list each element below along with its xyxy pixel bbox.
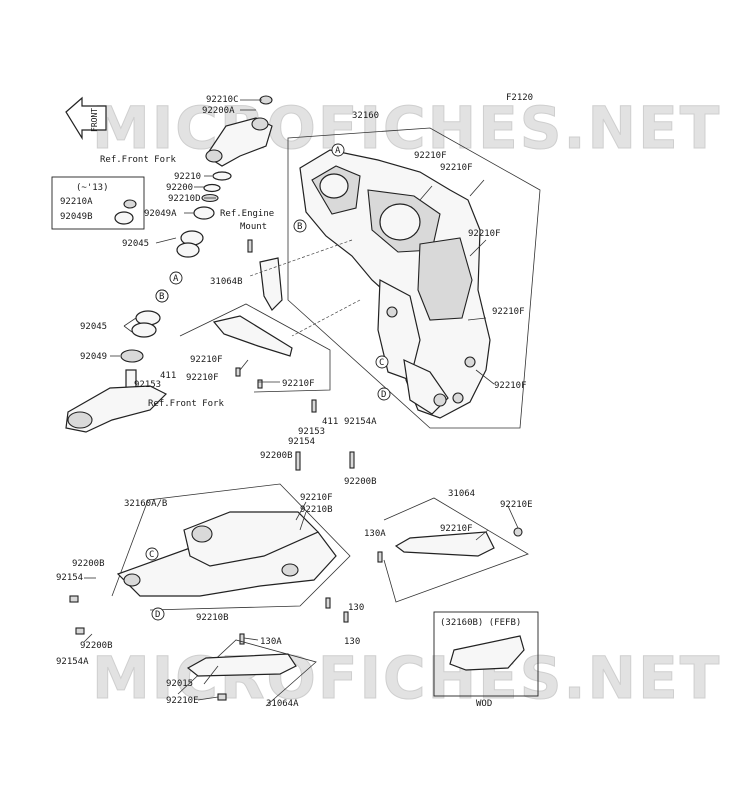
inset-wod: (32160B) (FEFB) WOD bbox=[433, 611, 539, 709]
label-92210B-b: 92210B bbox=[196, 613, 229, 623]
label-92200B-b: 92200B bbox=[344, 477, 377, 487]
label-92200: 92200 bbox=[166, 183, 193, 193]
marker-C-subframe bbox=[145, 547, 159, 561]
label-130-a: 130 bbox=[348, 603, 364, 613]
label-32160AB: 32160A/B bbox=[124, 499, 167, 509]
marker-B-frame-label: B bbox=[297, 222, 302, 232]
label-92210E-b: 92210E bbox=[166, 696, 199, 706]
marker-A-steering bbox=[169, 271, 183, 285]
label-92015: 92015 bbox=[166, 679, 193, 689]
label-92210B-a: 92210B bbox=[300, 505, 333, 515]
label-92154A-b: 92154A bbox=[56, 657, 89, 667]
inset-wod-header: (32160B) (FEFB) bbox=[440, 618, 521, 628]
marker-B-frame bbox=[293, 219, 307, 233]
inset-steering-note: (~'13) bbox=[76, 183, 109, 193]
label-130A-a: 130A bbox=[364, 529, 386, 539]
marker-D-frame bbox=[377, 387, 391, 401]
label-92210F-a: 92210F bbox=[414, 151, 447, 161]
inset-label-92049B: 92049B bbox=[60, 212, 93, 222]
main-frame-32160 bbox=[287, 127, 541, 429]
label-92210E-a: 92210E bbox=[500, 500, 533, 510]
inset-label-92210A: 92210A bbox=[60, 197, 93, 207]
label-92210F-g: 92210F bbox=[186, 373, 219, 383]
label-31064A: 31064A bbox=[266, 699, 299, 709]
marker-D-subframe-label: D bbox=[155, 610, 160, 620]
marker-B-steering-label: B bbox=[159, 292, 164, 302]
label-92200B-d: 92200B bbox=[80, 641, 113, 651]
label-92210C: 92210C bbox=[206, 95, 239, 105]
label-130A-b: 130A bbox=[260, 637, 282, 647]
ref-front-fork-top: Ref.Front Fork bbox=[100, 155, 176, 165]
label-92200A: 92200A bbox=[202, 106, 235, 116]
ref-front-fork-bottom: Ref.Front Fork bbox=[148, 399, 224, 409]
inset-wod-footer: WOD bbox=[476, 699, 492, 709]
label-92154-b: 92154 bbox=[56, 573, 83, 583]
label-31064B: 31064B bbox=[210, 277, 243, 287]
ref-engine-mount-line2: Mount bbox=[240, 222, 267, 232]
ref-engine-mount-line1: Ref.Engine bbox=[220, 209, 274, 219]
circle-markers: A B C D A B C D bbox=[145, 143, 391, 621]
marker-D-subframe bbox=[151, 607, 165, 621]
sub-frame-32160AB bbox=[69, 483, 351, 635]
figure-code: F2120 bbox=[506, 93, 533, 103]
label-92153-lower: 92153 bbox=[298, 427, 325, 437]
label-411-upper: 411 bbox=[160, 371, 176, 381]
upper-triple-clamp bbox=[205, 95, 273, 167]
marker-D-frame-label: D bbox=[381, 390, 386, 400]
label-92210F-k: 92210F bbox=[440, 524, 473, 534]
label-92210F-e: 92210F bbox=[494, 381, 527, 391]
label-92210F-d: 92210F bbox=[492, 307, 525, 317]
label-92154: 92154 bbox=[288, 437, 315, 447]
label-31064: 31064 bbox=[448, 489, 475, 499]
label-92045-lower: 92045 bbox=[80, 322, 107, 332]
side-arm-31064 bbox=[383, 497, 529, 603]
label-92210F-f: 92210F bbox=[190, 355, 223, 365]
label-130-b: 130 bbox=[344, 637, 360, 647]
leader-lines bbox=[83, 99, 519, 701]
front-arrow-label: FRONT bbox=[90, 108, 99, 132]
marker-B-steering bbox=[155, 289, 169, 303]
marker-A-frame-label: A bbox=[335, 146, 341, 156]
label-411-lower: 411 bbox=[322, 417, 338, 427]
label-92210F-b: 92210F bbox=[440, 163, 473, 173]
label-92200B-a: 92200B bbox=[260, 451, 293, 461]
label-32160: 32160 bbox=[352, 111, 379, 121]
label-92153-upper: 92153 bbox=[134, 380, 161, 390]
label-92154A-top: 92154A bbox=[344, 417, 377, 427]
part-labels: 92210C 92200A 32160 92210 92200 92210D 9… bbox=[56, 95, 533, 709]
engine-mount-bracket bbox=[179, 239, 331, 393]
inset-steering-early: (~'13) 92210A 92049B bbox=[51, 176, 145, 230]
marker-C-frame-label: C bbox=[379, 358, 384, 368]
label-92200B-c: 92200B bbox=[72, 559, 105, 569]
watermark-bottom: MICROFICHES.NET bbox=[92, 644, 721, 712]
front-arrow-icon: FRONT bbox=[65, 96, 107, 141]
label-92210F-c: 92210F bbox=[468, 229, 501, 239]
marker-A-steering-label: A bbox=[173, 274, 179, 284]
marker-A-frame bbox=[331, 143, 345, 157]
label-92210F-j: 92210F bbox=[300, 493, 333, 503]
label-92210D: 92210D bbox=[168, 194, 201, 204]
label-92049A: 92049A bbox=[144, 209, 177, 219]
label-92045-upper: 92045 bbox=[122, 239, 149, 249]
marker-C-subframe-label: C bbox=[149, 550, 154, 560]
label-92049: 92049 bbox=[80, 352, 107, 362]
bolts-middle bbox=[239, 399, 383, 645]
marker-C-frame bbox=[375, 355, 389, 369]
label-92210: 92210 bbox=[174, 172, 201, 182]
lower-triple-clamp bbox=[65, 369, 168, 433]
watermark-top: MICROFICHES.NET bbox=[92, 94, 721, 162]
label-92210F-h: 92210F bbox=[282, 379, 315, 389]
